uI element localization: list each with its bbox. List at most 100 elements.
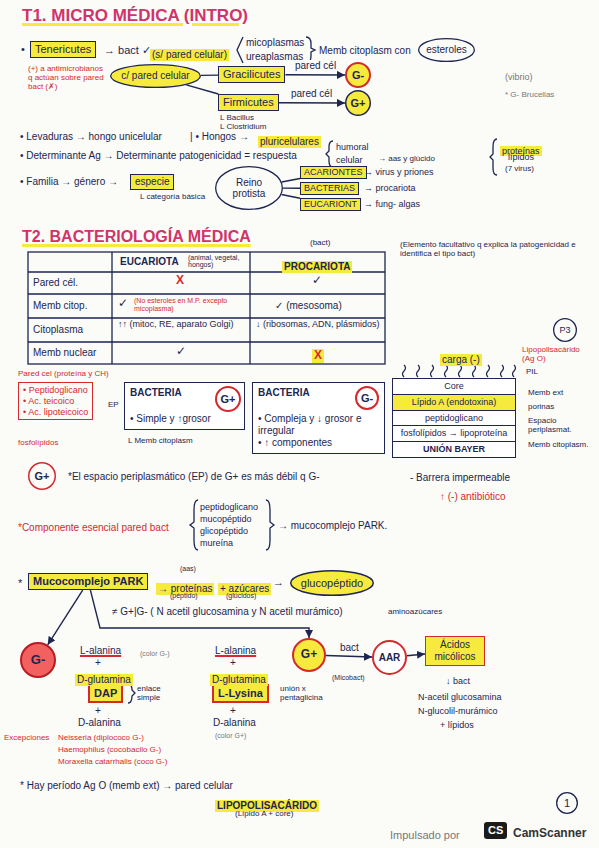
concept-box: Tenericutes: [30, 41, 96, 58]
note-text: ↑↑ (mitoc, RE, aparato Golgi): [118, 320, 246, 329]
label-slot: celular: [336, 155, 363, 165]
note-text: ↓ (ribosomas, ADN, plásmidos): [256, 320, 381, 329]
concept-box: Firmicutes: [218, 94, 279, 111]
label-slot: Moraxella catarrhalis (coco G-): [58, 757, 167, 766]
label-slot: humoral: [336, 142, 369, 152]
lps-chain: [445, 365, 448, 377]
label-slot: L Bacillus: [220, 113, 254, 122]
note-text: mureína: [200, 538, 233, 548]
note-text: peptidoglicano: [200, 502, 258, 512]
node-text: c/ pared celular: [121, 70, 189, 82]
title-slot: T1. MICRO MÉDICA (INTRO): [22, 6, 248, 26]
node-text: Gracilicutes: [223, 68, 280, 81]
label-slot: X: [312, 345, 324, 363]
label-slot: carga (-): [440, 349, 482, 367]
note-text: Espacio periplasmat.: [528, 416, 590, 434]
concept-box: • Peptidoglicano• Ac. teicoico• Ac. lipo…: [18, 382, 93, 420]
node-text: P3: [559, 325, 570, 335]
concept-circle: G+: [28, 462, 56, 490]
concept-box: CoreLípido A (endotoxina)peptidoglicanof…: [392, 378, 516, 458]
node-text: G+: [301, 648, 317, 662]
label-slot: (color G-): [140, 650, 170, 658]
label-slot: Pared cel (proteína y CH): [18, 369, 109, 378]
label-slot: +: [95, 705, 101, 717]
note-text: → procariota: [364, 183, 416, 193]
node-text: glucopéptido: [301, 577, 363, 590]
outline-shape: [346, 63, 370, 87]
label-slot: ✓ (mesosoma): [275, 300, 342, 312]
node-text: 1: [564, 797, 570, 810]
note-text: lípidos: [508, 152, 534, 162]
label-slot: L categoría básica: [140, 192, 205, 201]
note-text: ✓ (mesosoma): [275, 300, 342, 312]
label-slot: (glúcidos): [226, 592, 256, 600]
label-slot: enlace simple: [137, 684, 185, 702]
note-text: fosfolípidos: [18, 438, 58, 447]
label-slot: L-alanina: [80, 645, 121, 657]
label-slot: • Levaduras → hongo unicelular: [20, 131, 162, 143]
note-text: L-alanina: [80, 645, 121, 657]
concept-box: BACTERIAS: [300, 182, 359, 195]
label-slot: - Barrera impermeable: [410, 472, 510, 484]
node-text: BACTERIAS: [304, 183, 355, 194]
label-slot: EUCARIOTA: [120, 256, 179, 268]
brace: [190, 500, 198, 550]
connector: [407, 654, 425, 656]
note-text: L categoría básica: [140, 192, 205, 201]
concept-circle: G+: [292, 638, 326, 672]
lps-chain: [513, 365, 516, 377]
label-slot: → virus y priones: [364, 167, 434, 177]
note-text: • Levaduras → hongo unicelular: [20, 131, 162, 143]
note-text: Excepciones: [4, 733, 49, 742]
note-text: Citoplasma: [33, 324, 83, 336]
node-text: • Ac. teicoico: [23, 396, 88, 407]
label-slot: (bact): [310, 238, 330, 247]
connector: [186, 85, 218, 94]
note-text: Memb ext: [528, 388, 563, 397]
label-slot: Excepciones: [4, 733, 49, 742]
note-text: micoplasmas: [246, 37, 304, 49]
edge-label-slot: pared cél: [294, 60, 337, 72]
lps-chain: [431, 365, 434, 377]
lps-chain: [417, 365, 420, 377]
note-text: * G- Brucellas: [505, 90, 554, 99]
note-text: - Barrera impermeable: [410, 472, 510, 484]
label-slot: *El espacio periplasmático (EP) de G+ es…: [68, 471, 320, 483]
label-slot: • Familia → género →: [20, 176, 118, 188]
brace: [266, 500, 274, 550]
label-slot: pluricelulares: [258, 131, 321, 149]
label-slot: ↓ (ribosomas, ADN, plásmidos): [256, 320, 381, 329]
connector: [282, 179, 300, 182]
page-title: T1. MICRO MÉDICA (INTRO): [22, 6, 248, 26]
note-text: celular: [336, 155, 363, 165]
concept-box: BACTERIA• Compleja y ↓ grosor e irregula…: [252, 382, 385, 454]
outline-shape: [373, 641, 406, 674]
label-slot: (Lípido A + core): [235, 809, 293, 818]
note-text: (color G-): [140, 650, 170, 658]
label-slot: L Memb citoplasm: [128, 436, 193, 445]
label-slot: *: [18, 577, 22, 590]
note-text: Memb nuclear: [33, 347, 96, 359]
outline-shape: [291, 571, 374, 596]
node-text: G+: [221, 393, 236, 406]
node-text: G-: [31, 653, 45, 668]
concept-box: Ácidos micólicos: [425, 636, 485, 666]
label-slot: ↑↑ (mitoc, RE, aparato Golgi): [118, 320, 246, 329]
connector: [285, 74, 345, 76]
node-text: Ácidos micólicos: [429, 639, 481, 663]
label-slot: porinas: [528, 402, 554, 411]
note-text: →: [273, 576, 284, 589]
label-slot: → bact ✓: [104, 44, 151, 57]
concept-box: DAP: [88, 684, 123, 703]
note-text: (vibrio): [505, 72, 533, 82]
edge-label: bact: [339, 642, 360, 654]
note-text: •: [21, 43, 25, 56]
node-text: • Peptidoglicano: [23, 385, 88, 396]
brace: [237, 37, 243, 63]
note-text: Memb citoplasm.: [528, 440, 590, 449]
label-slot: fosfolípidos: [18, 438, 58, 447]
note-text: → virus y priones: [364, 167, 434, 177]
label-slot: D-glutamina: [75, 669, 133, 687]
label-slot: (No esteroles en M.P. excepto micoplasma…: [134, 297, 246, 313]
label-slot: Memb citoplasm con: [319, 45, 411, 57]
